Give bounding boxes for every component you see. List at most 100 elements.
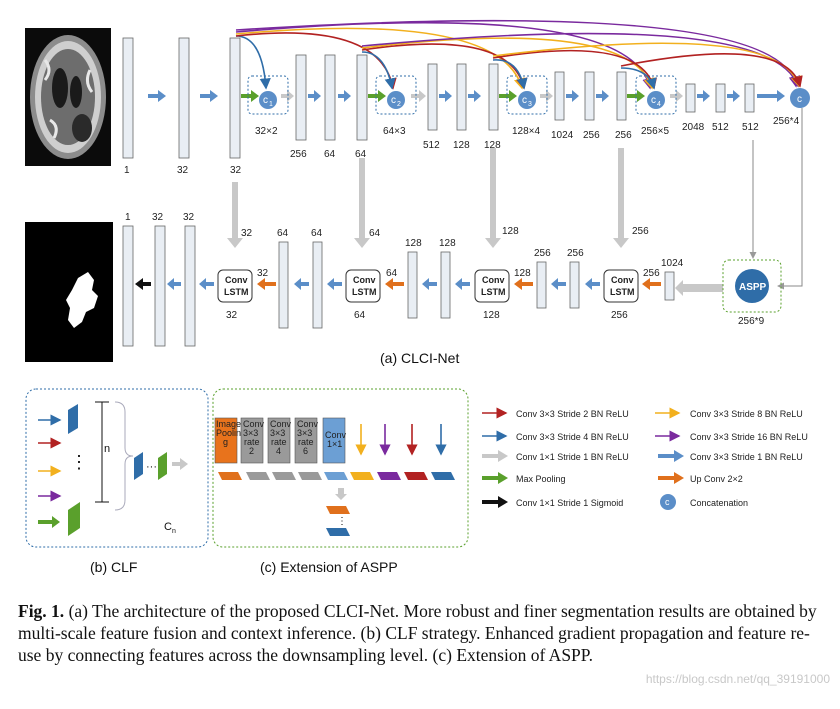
legend-item: Conv 1×1 Stride 1 BN ReLU <box>516 452 629 462</box>
feature-map <box>685 83 696 113</box>
feature-map <box>427 63 438 131</box>
aspp-label: ASPP <box>739 282 767 293</box>
channel-label: 1 <box>125 212 131 223</box>
channel-label: 64 <box>324 149 336 160</box>
feature-map <box>744 83 755 113</box>
branch-label: Image <box>216 419 241 429</box>
lstm-in-label: 32 <box>257 268 269 279</box>
channel-label: 256 <box>567 248 584 259</box>
legend-item: Conv 3×3 Stride 4 BN ReLU <box>516 432 629 442</box>
legend-c-symbol: c <box>665 497 670 507</box>
channel-label: 128 <box>439 238 456 249</box>
branch-label: Poolin <box>216 428 241 438</box>
channel-label: 2048 <box>682 122 705 133</box>
aspp-dots: ⋮ <box>337 516 347 527</box>
mri-input-image <box>25 28 111 166</box>
feature-map <box>554 71 565 121</box>
channel-label: 128 <box>405 238 422 249</box>
c-sub: 3 <box>528 101 532 108</box>
channel-label: 64 <box>311 228 323 239</box>
branch-label: 3×3 <box>243 428 258 438</box>
c-symbol: c <box>797 94 802 105</box>
feature-map <box>295 54 307 141</box>
branch-label: 3×3 <box>297 428 312 438</box>
decoder-feature-maps <box>122 225 675 347</box>
aspp-extension-panel: Image Poolin g Conv 3×3 rate 2 Conv 3×3 … <box>212 388 469 548</box>
channel-label: 256 <box>534 248 551 259</box>
encoder-labels: 1 32 32 256 64 64 512 128 128 1024 256 2… <box>124 116 800 176</box>
feature-map <box>229 37 241 159</box>
concat-to-aspp-line <box>777 108 803 290</box>
skip-label: 256 <box>632 226 649 237</box>
skip-connections <box>227 148 723 296</box>
c-symbol: c <box>263 95 268 106</box>
figure-caption: Fig. 1. (a) The architecture of the prop… <box>18 600 830 666</box>
caption-fig-label: Fig. 1. <box>18 601 65 621</box>
branch-label: 2 <box>249 446 254 456</box>
channel-label: 32 <box>177 165 189 176</box>
lstm-out-label: 32 <box>226 310 238 321</box>
channel-label: 256 <box>290 149 307 160</box>
lstm-label: LSTM <box>481 287 506 297</box>
channel-label: 256 <box>583 130 600 141</box>
branch-label: Conv <box>297 419 319 429</box>
feature-map <box>178 37 190 159</box>
legend-item: Conv 1×1 Stride 1 Sigmoid <box>516 498 623 508</box>
concat-label: 256×5 <box>641 126 670 137</box>
lstm-label: LSTM <box>610 287 635 297</box>
segmentation-output-image <box>25 222 113 362</box>
feature-map <box>715 83 726 113</box>
c-sub: 2 <box>397 101 401 108</box>
legend-item: Conv 3×3 Stride 1 BN ReLU <box>690 452 803 462</box>
skip-label: 32 <box>241 228 253 239</box>
channel-label: 64 <box>277 228 289 239</box>
decoder-labels: 1 32 32 64 64 128 128 256 256 1024 32 64… <box>125 212 684 321</box>
legend-item: Concatenation <box>690 498 748 508</box>
branch-label: Conv <box>270 419 292 429</box>
branch-label: 4 <box>276 446 281 456</box>
channel-label: 128 <box>453 140 470 151</box>
concat-label: 256*4 <box>773 116 800 127</box>
horizontal-dots: ··· <box>146 461 157 473</box>
channel-label: 256 <box>615 130 632 141</box>
lstm-out-label: 128 <box>483 310 500 321</box>
lstm-label: Conv <box>611 275 634 285</box>
feature-map <box>356 54 368 141</box>
lstm-in-label: 64 <box>386 268 398 279</box>
channel-label: 64 <box>355 149 367 160</box>
skip-label: 64 <box>369 228 381 239</box>
feature-map <box>324 54 336 141</box>
fusion-skip-arrows <box>235 19 803 90</box>
lstm-label: Conv <box>482 275 505 285</box>
channel-label: 1024 <box>551 130 574 141</box>
legend-item: Conv 3×3 Stride 2 BN ReLU <box>516 409 629 419</box>
concat-label: 64×3 <box>383 126 406 137</box>
vertical-dots: ⋮ <box>70 452 88 472</box>
branch-label: 6 <box>303 446 308 456</box>
channel-label: 32 <box>183 212 195 223</box>
conv-lstm-labels: Conv LSTM Conv LSTM Conv LSTM Conv LSTM <box>224 275 635 297</box>
lstm-label: LSTM <box>224 287 249 297</box>
legend: c Conv 3×3 Stride 2 BN ReLU Conv 3×3 Str… <box>482 407 808 510</box>
lstm-out-label: 64 <box>354 310 366 321</box>
lstm-label: Conv <box>353 275 376 285</box>
feature-map <box>616 71 627 121</box>
c-symbol: c <box>651 95 656 106</box>
concat-blocks <box>247 75 810 115</box>
lstm-in-label: 128 <box>514 268 531 279</box>
lstm-label: Conv <box>225 275 248 285</box>
legend-item: Up Conv 2×2 <box>690 474 743 484</box>
channel-label: 512 <box>712 122 729 133</box>
branch-label: rate <box>244 437 260 447</box>
branch-label: g <box>223 437 228 447</box>
fig-c-title: (c) Extension of ASPP <box>260 559 398 575</box>
encoder-conv-arrows <box>148 90 785 102</box>
final-concat-circle <box>790 88 810 108</box>
channel-label: 512 <box>742 122 759 133</box>
branch-label: rate <box>298 437 314 447</box>
branch-label: rate <box>271 437 287 447</box>
maxpool-arrows <box>241 90 683 102</box>
channel-label: 1024 <box>661 258 684 269</box>
channel-label: 32 <box>152 212 164 223</box>
